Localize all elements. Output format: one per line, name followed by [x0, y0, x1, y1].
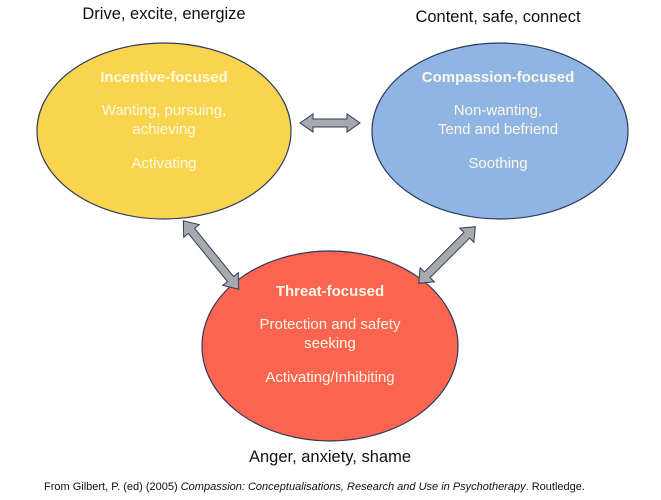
incentive-caption: Drive, excite, energize	[82, 5, 246, 23]
threat-ellipse	[201, 250, 459, 442]
citation-footer: From Gilbert, P. (ed) (2005) Compassion:…	[44, 481, 585, 493]
citation-prefix: From Gilbert, P. (ed) (2005)	[44, 481, 181, 493]
compassion-label-group: Compassion-focused Non-wanting, Tend and…	[398, 68, 598, 173]
threat-caption: Anger, anxiety, shame	[248, 448, 412, 466]
double-arrow-icon	[299, 113, 361, 133]
compassion-desc-line2: Tend and befriend	[437, 121, 559, 138]
incentive-mode: Activating	[131, 155, 197, 172]
double-arrow-icon	[418, 226, 476, 284]
threat-description: Protection and safety seeking	[220, 315, 440, 353]
threat-mode: Activating/Inhibiting	[265, 369, 395, 386]
threat-title: Threat-focused	[275, 283, 385, 300]
compassion-caption: Content, safe, connect	[415, 8, 581, 26]
incentive-desc-line1: Wanting, pursuing,	[101, 102, 227, 119]
compassion-title: Compassion-focused	[421, 69, 575, 86]
double-arrow-icon	[182, 220, 240, 290]
incentive-description: Wanting, pursuing, achieving	[64, 101, 264, 139]
incentive-ellipse	[36, 42, 292, 220]
citation-book-title: Compassion: Conceptualisations, Research…	[180, 481, 526, 493]
incentive-title: Incentive-focused	[100, 69, 228, 86]
threat-label-group: Threat-focused Protection and safety see…	[220, 282, 440, 387]
compassion-ellipse	[371, 42, 629, 220]
compassion-description: Non-wanting, Tend and befriend	[398, 101, 598, 139]
compassion-mode: Soothing	[468, 155, 528, 172]
incentive-desc-line2: achieving	[132, 121, 196, 138]
threat-desc-line1: Protection and safety	[259, 316, 401, 333]
incentive-label-group: Incentive-focused Wanting, pursuing, ach…	[64, 68, 264, 173]
compassion-desc-line1: Non-wanting,	[453, 102, 543, 119]
threat-desc-line2: seeking	[304, 335, 356, 352]
citation-suffix: . Routledge.	[525, 481, 585, 493]
